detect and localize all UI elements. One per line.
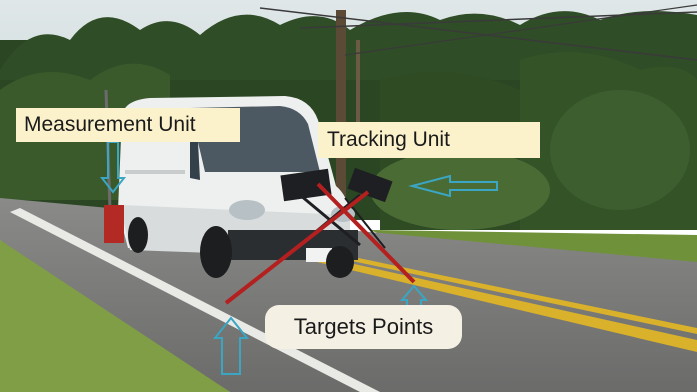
arrow-measurement-down-icon (99, 141, 127, 194)
road-center-line (300, 252, 697, 352)
arrow-target-up-large-icon (212, 316, 250, 375)
arrow-tracking-left-icon (408, 174, 498, 198)
measurement-unit-label: Measurement Unit (16, 108, 240, 142)
target-points-label: Targets Points (265, 305, 462, 349)
tracking-unit-label: Tracking Unit (318, 122, 540, 158)
target-cross-lines (224, 182, 416, 305)
